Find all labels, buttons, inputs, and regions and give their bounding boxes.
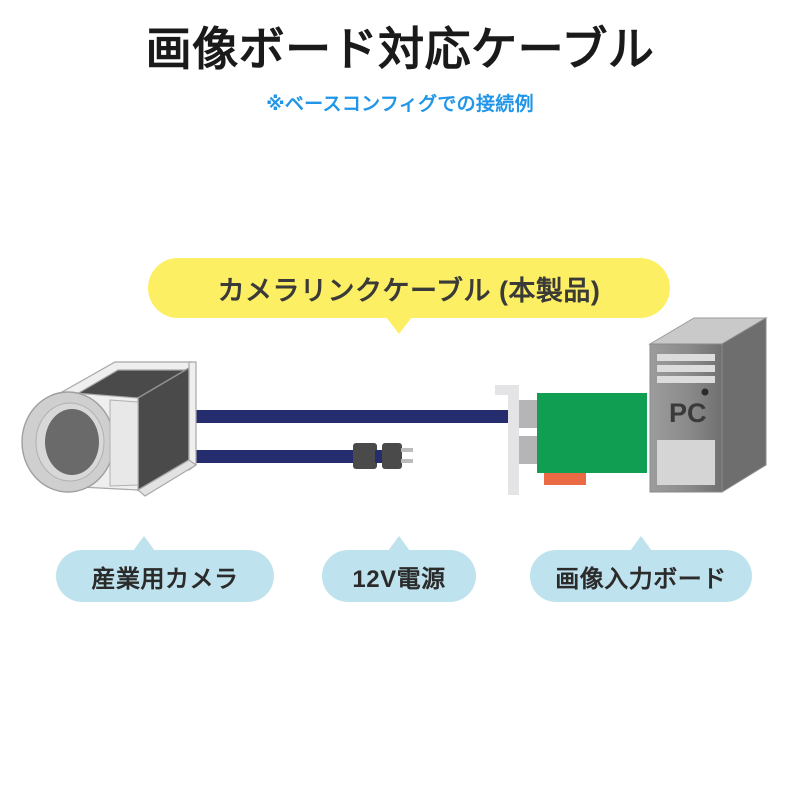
camera-lens-collar — [109, 399, 139, 487]
industrial-camera — [21, 361, 198, 497]
power-connector-prong-bottom — [401, 459, 413, 463]
page-header: 画像ボード対応ケーブル ※ベースコンフィグでの接続例 — [0, 24, 800, 116]
power-connector — [353, 443, 413, 469]
board-bracket — [508, 385, 519, 495]
board-pcb — [537, 393, 647, 473]
pc-side-face — [721, 317, 767, 493]
pc-drive-bay-2 — [657, 365, 715, 372]
connection-diagram: PC — [21, 317, 768, 497]
power-cable-line — [170, 450, 356, 463]
pc-front-panel — [657, 440, 715, 485]
label-image-input-board-text: 画像入力ボード — [555, 565, 727, 593]
pc-tower: PC — [648, 317, 768, 493]
pc-drive-bay-1 — [657, 354, 715, 361]
board-bracket-tab — [495, 385, 519, 395]
label-industrial-camera: 産業用カメラ — [56, 550, 274, 602]
camera-bottom-rim — [136, 459, 198, 497]
label-12v-power-text: 12V電源 — [352, 565, 446, 593]
pc-power-dot — [701, 388, 709, 396]
power-connector-neck — [375, 450, 384, 463]
image-input-board — [495, 385, 647, 495]
camera-lens-center — [45, 409, 99, 475]
label-industrial-camera-text: 産業用カメラ — [91, 565, 239, 593]
power-connector-prong-top — [401, 448, 413, 452]
label-12v-power: 12V電源 — [322, 550, 476, 602]
page-subtitle: ※ベースコンフィグでの接続例 — [266, 93, 534, 115]
board-edge-tab — [544, 473, 586, 485]
label-image-input-board-tail — [630, 536, 652, 551]
label-image-input-board: 画像入力ボード — [530, 550, 752, 602]
pc-drive-bay-3 — [657, 376, 715, 383]
data-cable-line — [170, 410, 510, 423]
board-port-lower — [519, 436, 537, 464]
board-port-upper — [519, 400, 537, 428]
camera-link-cable-callout-label: カメラリンクケーブル (本製品) — [217, 275, 601, 306]
page-title: 画像ボード対応ケーブル — [145, 23, 655, 75]
power-connector-body-2 — [382, 443, 402, 469]
camera-link-cable-callout-tail — [386, 317, 412, 334]
label-industrial-camera-tail — [133, 536, 155, 551]
camera-link-cables — [170, 410, 510, 463]
camera-right-rim — [188, 361, 197, 472]
power-connector-body-1 — [353, 443, 377, 469]
pc-label: PC — [669, 398, 707, 428]
camera-link-cable-callout: カメラリンクケーブル (本製品) — [148, 258, 670, 318]
label-12v-power-tail — [388, 536, 410, 551]
